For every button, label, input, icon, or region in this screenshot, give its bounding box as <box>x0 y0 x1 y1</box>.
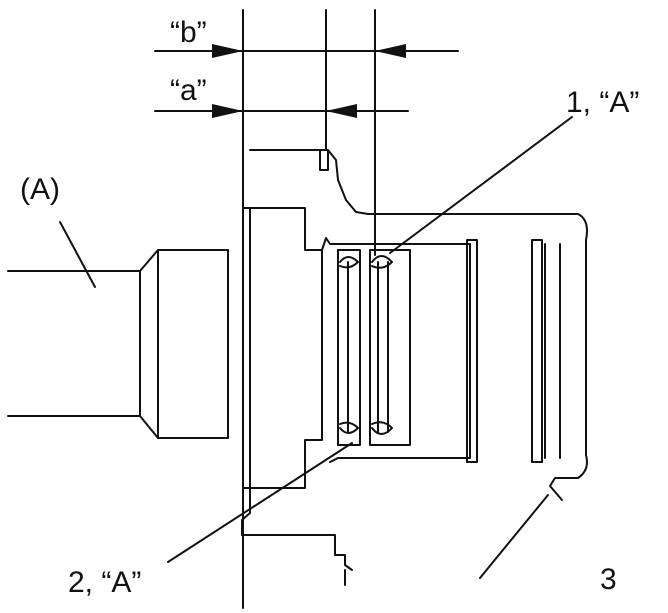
shaft-part-a <box>7 249 229 439</box>
lower-body <box>241 487 353 586</box>
leader-lines <box>59 116 573 579</box>
dimension-reference-lines <box>242 9 376 609</box>
dimension-a-label: “a” <box>170 74 207 107</box>
callout-3-label: 3 <box>600 563 617 596</box>
callout-1-label: 1, “A” <box>566 86 640 119</box>
dimension-b-label: “b” <box>170 16 207 49</box>
callout-2-label: 2, “A” <box>68 566 142 599</box>
housing-part-3 <box>321 149 588 501</box>
dimension-b-arrows <box>154 44 459 58</box>
part-a-label: (A) <box>20 173 60 206</box>
oil-seal-1 <box>369 249 411 446</box>
dimension-a-arrows <box>154 104 409 118</box>
oil-seal-2 <box>337 249 361 446</box>
flange <box>242 149 329 489</box>
